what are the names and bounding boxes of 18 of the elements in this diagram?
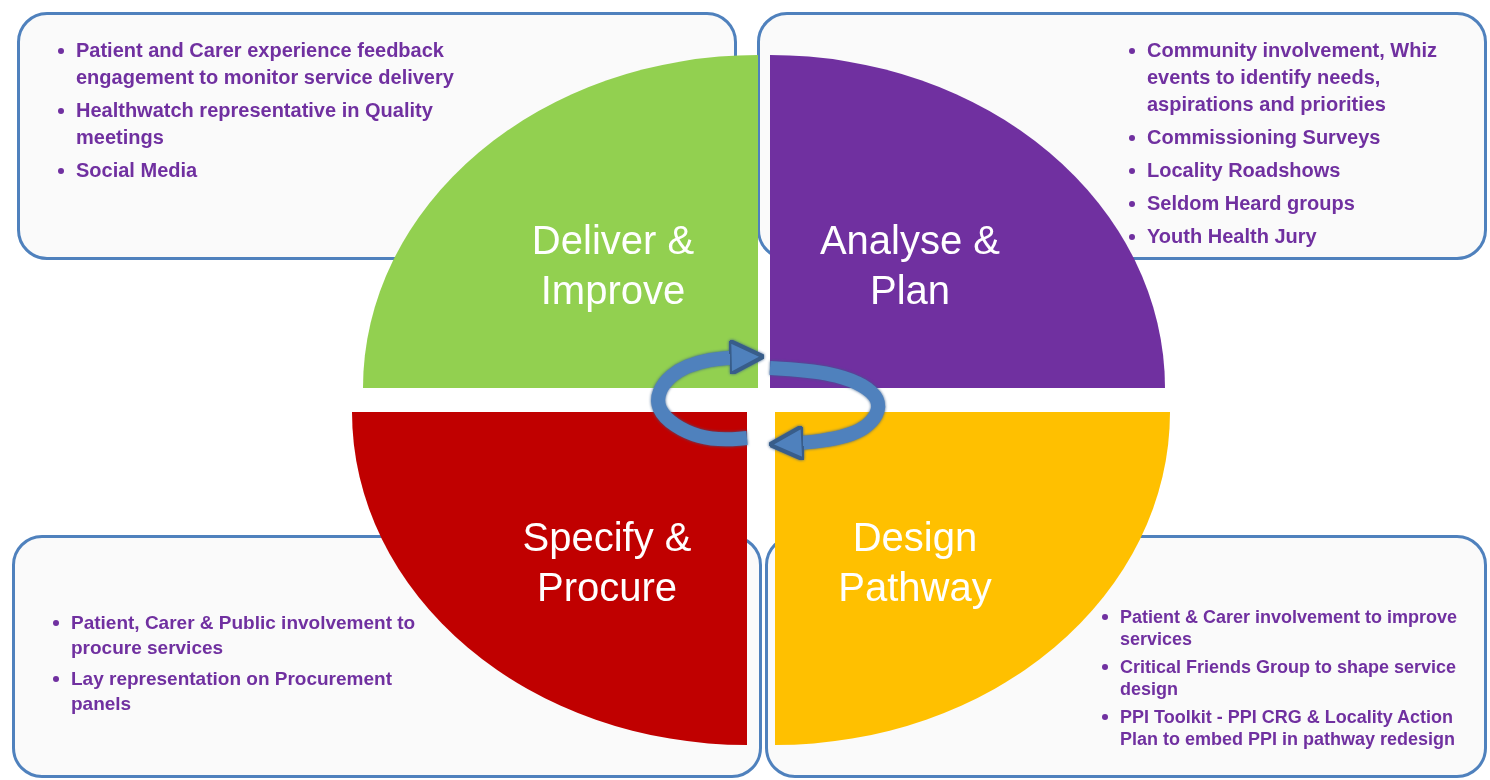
bullet-text: Commissioning Surveys <box>1147 126 1381 148</box>
bullet-text: Lay representation on Procurement panels <box>71 668 392 714</box>
quadrant-label: Design Pathway <box>837 514 993 611</box>
bullet-text: Social Media <box>76 159 198 181</box>
bullet-text: Community involvement, Whiz events to identify needs, aspirations and priorities <box>1147 39 1438 115</box>
bullet-text: Locality Roadshows <box>1147 159 1341 181</box>
quadrant-label: Specify & Procure <box>521 514 693 611</box>
curved-arrow <box>767 361 886 462</box>
bullet-text: Patient and Carer experience feedback engagement to monitor service delivery <box>76 39 454 88</box>
bullet-text: PPI Toolkit - PPI CRG & Locality Action Plan to embed PPI in pathway redesign <box>1120 707 1456 749</box>
bullet-text: Patient, Carer & Public involvement to procure services <box>71 612 416 658</box>
quadrant-label: Deliver & Improve <box>530 217 696 314</box>
bullet-text: Seldom Heard groups <box>1147 192 1355 214</box>
bullet-text: Patient & Carer involvement to improve services <box>1120 607 1458 649</box>
bullet-text: Youth Health Jury <box>1147 225 1317 247</box>
bullet-text: Healthwatch representative in Quality meetings <box>76 99 433 148</box>
bullet-text: Critical Friends Group to shape service design <box>1120 657 1457 699</box>
quadrant-label: Analyse & Plan <box>818 217 1002 314</box>
